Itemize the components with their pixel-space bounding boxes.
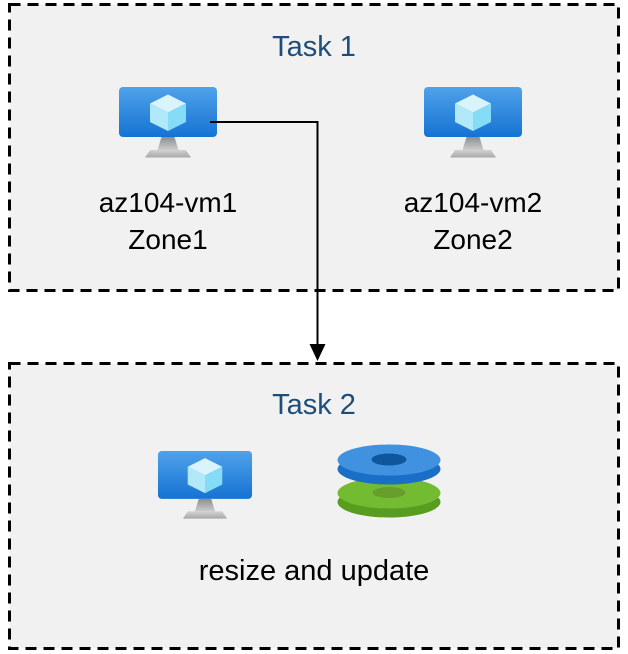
vm-group-az104-vm2: az104-vm2 Zone2	[373, 86, 573, 258]
arrowhead-icon	[309, 344, 326, 361]
vm2-zone: Zone2	[433, 224, 513, 255]
vm1-label: az104-vm1 Zone1	[99, 184, 238, 258]
task2-box: Task 2 resize and update	[8, 362, 620, 650]
task2-caption: resize and update	[198, 555, 430, 587]
task1-title: Task 1	[272, 31, 356, 63]
virtual-machine-icon	[119, 87, 217, 158]
task2-dashed-border	[8, 362, 620, 650]
vm1-name: az104-vm1	[98, 187, 238, 218]
task2-title: Task 2	[272, 389, 356, 421]
vm2-name: az104-vm2	[403, 187, 543, 218]
virtual-machine-icon	[157, 450, 253, 519]
vm1-zone: Zone1	[128, 224, 208, 255]
task1-box: Task 1 az104-vm1 Zone1	[8, 3, 620, 292]
disks-icon	[337, 444, 441, 518]
vm2-label: az104-vm2 Zone2	[404, 184, 543, 258]
virtual-machine-icon	[424, 87, 522, 158]
vm-group-az104-vm1: az104-vm1 Zone1	[68, 86, 268, 258]
